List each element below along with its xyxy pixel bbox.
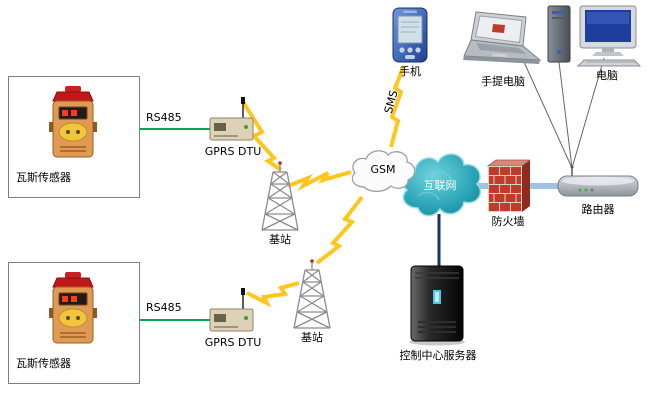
base-station-label-top: 基站 bbox=[269, 233, 291, 246]
router-icon bbox=[556, 164, 640, 200]
base-station-label-bottom: 基站 bbox=[301, 331, 323, 344]
router-client-links bbox=[523, 57, 605, 169]
gas-sensor-label-bottom: 瓦斯传感器 bbox=[16, 357, 71, 370]
gsm-cloud-label: GSM bbox=[370, 163, 396, 176]
radio-lightning-links bbox=[241, 65, 406, 308]
gprs-dtu-label-top: GPRS DTU bbox=[204, 145, 262, 158]
gprs-dtu-label-bottom: GPRS DTU bbox=[204, 336, 262, 349]
bolt-tower2-dtu2 bbox=[246, 281, 300, 308]
bolt-dtu1-tower1 bbox=[241, 100, 283, 172]
rs485-label-bottom: RS485 bbox=[146, 301, 182, 314]
firewall-icon bbox=[486, 158, 532, 214]
router-desktop-monitor-link bbox=[571, 57, 605, 169]
router-laptop-link bbox=[523, 61, 573, 169]
server-label: 控制中心服务器 bbox=[399, 349, 477, 362]
desktop-label: 电脑 bbox=[596, 69, 618, 82]
firewall-label: 防火墙 bbox=[491, 215, 525, 228]
router-label: 路由器 bbox=[581, 203, 615, 216]
laptop-icon bbox=[462, 10, 544, 70]
gas-sensor-icon-bottom bbox=[48, 270, 98, 350]
server-icon bbox=[406, 264, 468, 346]
phone-label: 手机 bbox=[399, 65, 421, 78]
gsm-cloud-icon bbox=[346, 146, 420, 196]
internet-cloud-label: 互联网 bbox=[423, 179, 457, 192]
desktop-icon bbox=[546, 4, 642, 68]
laptop-label: 手提电脑 bbox=[481, 75, 525, 88]
rs485-label-top: RS485 bbox=[146, 111, 182, 124]
base-station-icon-top bbox=[258, 160, 302, 232]
router-desktop-tower-link bbox=[558, 61, 573, 169]
bolt-tower1-gsm bbox=[287, 170, 352, 192]
gprs-dtu-icon-bottom bbox=[208, 287, 256, 335]
bolt-gsm-tower2 bbox=[315, 195, 364, 265]
base-station-icon-bottom bbox=[290, 258, 334, 330]
gas-sensor-icon-top bbox=[48, 84, 98, 164]
gprs-dtu-icon-top bbox=[208, 96, 256, 144]
bolt-gsm-phone-sms bbox=[389, 65, 406, 148]
phone-icon bbox=[390, 6, 430, 64]
gas-sensor-label-top: 瓦斯传感器 bbox=[16, 171, 71, 184]
